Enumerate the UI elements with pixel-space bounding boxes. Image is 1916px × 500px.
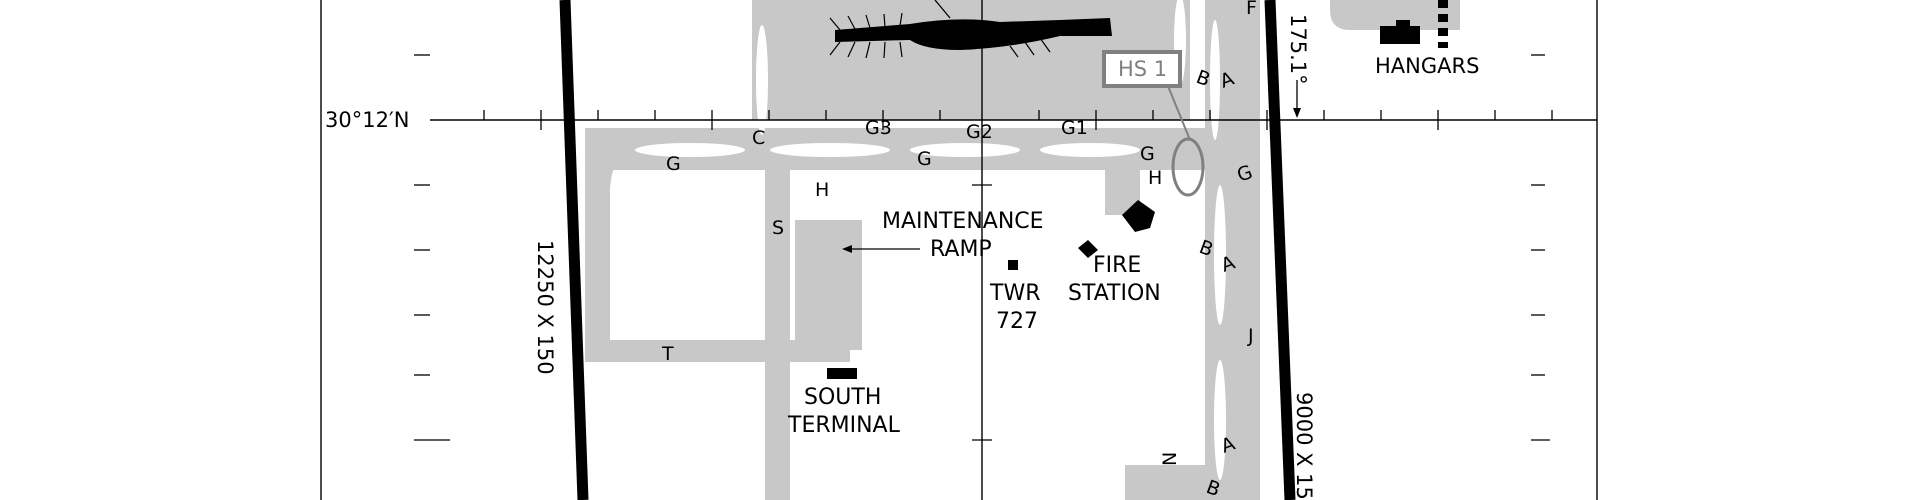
taxiway-label-g-far-east: G	[1234, 161, 1255, 187]
taxiway-label-g1: G1	[1061, 117, 1088, 139]
taxiway-pavement	[585, 0, 1460, 500]
runway-east-heading: 175.1°	[1286, 14, 1310, 85]
latitude-label: 30°12′N	[325, 108, 409, 132]
taxiway-label-b-south: B	[1203, 476, 1223, 500]
runway-east-dimensions: 9000 X 150	[1292, 392, 1316, 500]
runway-heading-arrowhead	[1293, 108, 1301, 118]
runway-west	[559, 0, 589, 500]
taxiway-label-s: S	[772, 217, 784, 239]
fire-station-label-line2: STATION	[1068, 281, 1161, 306]
taxiway-label-h-east: H	[1148, 167, 1162, 189]
taxiway-islands	[635, 0, 1226, 480]
fire-station-building	[1122, 200, 1155, 232]
taxiway-label-g-mid: G	[917, 148, 932, 170]
taxiway-label-g-west: G	[666, 153, 681, 175]
hangars-label: HANGARS	[1375, 54, 1479, 78]
hot-spot-label: HS 1	[1118, 57, 1167, 81]
hot-spot-hs1: HS 1	[1102, 50, 1205, 197]
south-terminal-label-line2: TERMINAL	[787, 413, 901, 438]
north-concourse	[829, 0, 1112, 59]
taxiway-label-c: C	[752, 127, 765, 149]
south-terminal-label-line1: SOUTH	[804, 385, 881, 410]
taxiway-label-g-east: G	[1140, 143, 1155, 165]
tower-label-line2: 727	[996, 309, 1038, 334]
fire-station-annex	[1078, 240, 1098, 258]
maintenance-ramp-label-line1: MAINTENANCE	[882, 209, 1044, 234]
taxiway-label-h-west: H	[815, 179, 829, 201]
runway-west-dimensions: 12250 X 150	[533, 240, 557, 375]
taxiway-labels: F A B G C G3 G G2 G1 G H G H S B A J T A…	[661, 0, 1257, 500]
taxiway-label-g2: G2	[966, 121, 993, 143]
fire-station-label-line1: FIRE	[1093, 253, 1141, 278]
hangar-buildings	[1380, 0, 1448, 48]
taxiway-label-n: N	[1159, 452, 1181, 466]
taxiway-label-f: F	[1246, 0, 1257, 19]
maintenance-ramp-label-line2: RAMP	[930, 237, 992, 262]
south-terminal-building	[827, 368, 857, 379]
taxiway-label-t: T	[661, 343, 674, 365]
taxiway-label-j: J	[1247, 325, 1254, 347]
taxiway-label-g3: G3	[865, 117, 892, 139]
graticule: 30°12′N	[320, 0, 1598, 500]
runway-east	[1264, 0, 1296, 500]
maintenance-ramp-arrowhead	[842, 245, 852, 253]
facility-labels: MAINTENANCE RAMP TWR 727 FIRE STATION SO…	[787, 209, 1161, 438]
control-tower	[1008, 260, 1018, 270]
tower-label-line1: TWR	[989, 281, 1040, 306]
